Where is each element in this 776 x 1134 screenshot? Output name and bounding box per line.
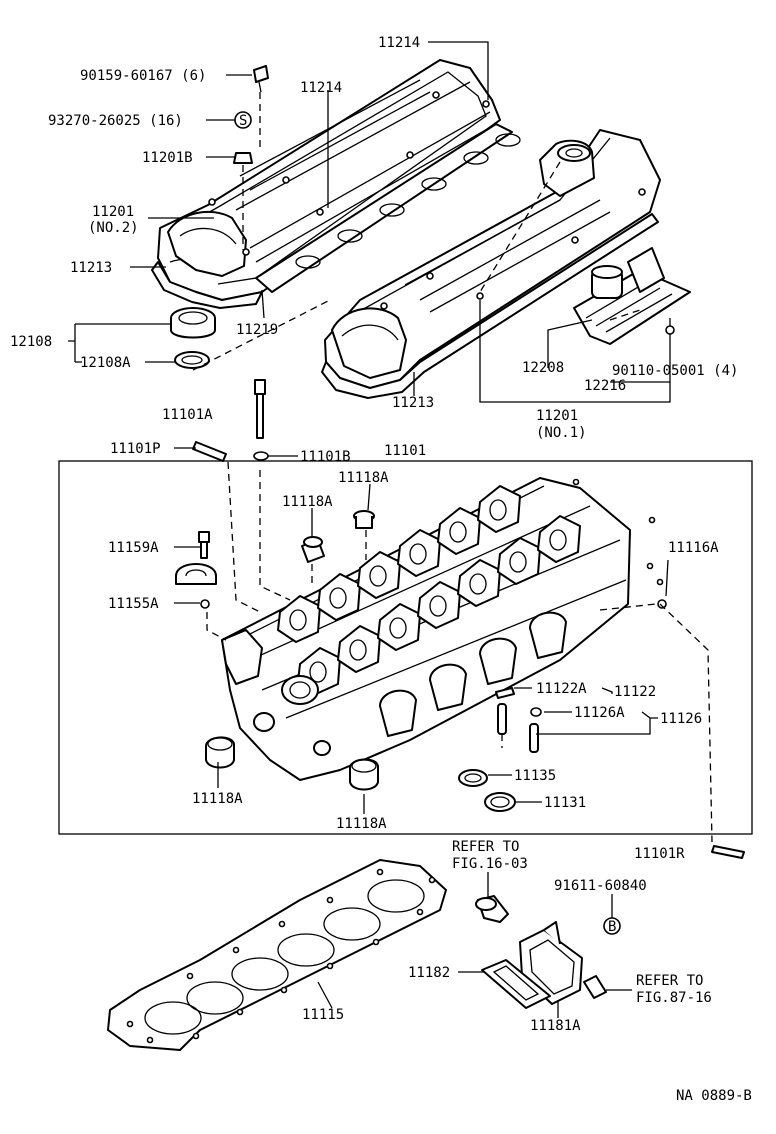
cylinder-head bbox=[221, 477, 631, 781]
callout-labels: 90159-60167 (6) 93270-26025 (16) 11201B … bbox=[10, 35, 752, 1104]
label-12208: 12208 bbox=[522, 360, 564, 376]
label-11101: 11101 bbox=[384, 443, 426, 459]
label-refer-to-1: REFER TO bbox=[452, 839, 519, 855]
head-bolt-11101A bbox=[254, 379, 266, 439]
label-11118A-left: 11118A bbox=[282, 494, 333, 510]
label-91611-60840: 91611-60840 bbox=[554, 878, 647, 894]
label-fig-87-16: FIG.87-16 bbox=[636, 990, 712, 1006]
leader-lines bbox=[68, 41, 671, 1018]
label-11214-top: 11214 bbox=[378, 35, 420, 51]
sensor-refer-16-03 bbox=[475, 895, 509, 923]
washer-91611: B bbox=[603, 917, 621, 935]
label-90159-60167: 90159-60167 (6) bbox=[80, 68, 206, 84]
grommet-11201B bbox=[233, 152, 253, 164]
label-11155A: 11155A bbox=[108, 596, 159, 612]
label-no1: (NO.1) bbox=[536, 425, 587, 441]
gasket-11213-upper bbox=[151, 261, 263, 309]
label-11122: 11122 bbox=[614, 684, 656, 700]
label-11118A-bottom-left: 11118A bbox=[192, 791, 243, 807]
label-11122A: 11122A bbox=[536, 681, 587, 697]
valve-guide-11126 bbox=[529, 707, 542, 753]
label-11101A: 11101A bbox=[162, 407, 213, 423]
diagram-id: NA 0889-B bbox=[676, 1088, 752, 1104]
label-11213-lower: 11213 bbox=[392, 395, 434, 411]
label-fig-16-03: FIG.16-03 bbox=[452, 856, 528, 872]
plug-11118A-bottom-left bbox=[205, 736, 235, 769]
label-11118A-bottom: 11118A bbox=[336, 816, 387, 832]
gasket-11182 bbox=[481, 959, 551, 1009]
pin-11155A bbox=[200, 599, 210, 609]
oil-cap-12108 bbox=[170, 307, 216, 369]
cylinder-head-frame bbox=[58, 460, 753, 835]
plug-11118A-left bbox=[301, 536, 325, 563]
label-11159A: 11159A bbox=[108, 540, 159, 556]
label-11213-upper: 11213 bbox=[70, 260, 112, 276]
washer-11101B bbox=[253, 451, 269, 461]
ring-11131 bbox=[484, 792, 516, 812]
label-11201B: 11201B bbox=[142, 150, 193, 166]
head-gasket-11115 bbox=[107, 859, 447, 1051]
label-11131: 11131 bbox=[544, 795, 586, 811]
label-11181A: 11181A bbox=[530, 1018, 581, 1034]
bolt-90159 bbox=[253, 65, 269, 93]
valve-guide-11122 bbox=[495, 687, 515, 735]
label-12216: 12216 bbox=[584, 378, 626, 394]
stud-11101P bbox=[192, 441, 227, 462]
washer-b-symbol: B bbox=[608, 919, 616, 935]
label-refer-to-2: REFER TO bbox=[636, 973, 703, 989]
label-12108A: 12108A bbox=[80, 355, 131, 371]
label-11201-no2: 11201 bbox=[92, 204, 134, 220]
label-11214: 11214 bbox=[300, 80, 342, 96]
label-11126A: 11126A bbox=[574, 705, 625, 721]
stud-11101R bbox=[711, 845, 745, 859]
label-11101B: 11101B bbox=[300, 449, 351, 465]
valve-cover-no1 bbox=[324, 129, 661, 389]
label-11101P: 11101P bbox=[110, 441, 161, 457]
bolt-11159A bbox=[198, 531, 210, 559]
gasket-11219 bbox=[255, 123, 521, 293]
label-90110-05001: 90110-05001 (4) bbox=[612, 363, 738, 379]
bracket-12208 bbox=[573, 247, 691, 345]
label-12108: 12108 bbox=[10, 334, 52, 350]
plug-11118A-top bbox=[353, 510, 375, 529]
label-93270-26025: 93270-26025 (16) bbox=[48, 113, 183, 129]
label-11201-no1: 11201 bbox=[536, 408, 578, 424]
plug-11118A-bottom bbox=[349, 758, 379, 791]
seal-11135 bbox=[458, 769, 488, 787]
label-11219: 11219 bbox=[236, 322, 278, 338]
label-11126: 11126 bbox=[660, 711, 702, 727]
label-no2: (NO.2) bbox=[88, 220, 139, 236]
label-11118A-top: 11118A bbox=[338, 470, 389, 486]
cap-11159A bbox=[175, 563, 217, 585]
pin-11116A bbox=[657, 599, 667, 609]
label-11135: 11135 bbox=[514, 768, 556, 784]
label-11182: 11182 bbox=[408, 965, 450, 981]
label-11101R: 11101R bbox=[634, 846, 685, 862]
label-11116A: 11116A bbox=[668, 540, 719, 556]
gasket-11213-lower bbox=[321, 213, 659, 399]
pipe-refer-87-16 bbox=[583, 975, 607, 999]
washer-93270: S bbox=[234, 111, 252, 129]
dashed-assembly-lines bbox=[192, 92, 713, 843]
label-11115: 11115 bbox=[302, 1007, 344, 1023]
washer-s-symbol: S bbox=[239, 113, 247, 129]
